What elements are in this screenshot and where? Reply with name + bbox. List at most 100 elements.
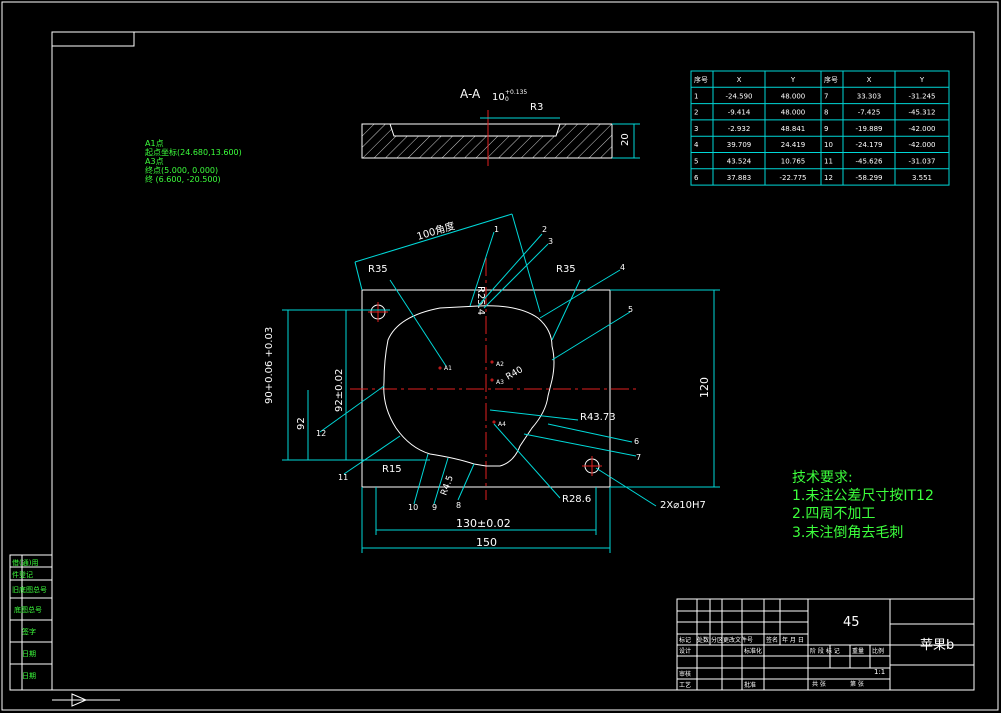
side-label-3: 底图总号 [14, 605, 42, 614]
note-4: 终 (6.600, -20.500) [145, 174, 221, 184]
dim-w150: 150 [476, 536, 497, 549]
table-cell: -2.932 [728, 125, 751, 133]
point-a3: A3 [496, 379, 504, 386]
point-a2: A2 [496, 361, 504, 368]
dim-r15: R15 [382, 464, 402, 475]
section-view-a-a: A-A 10 +0.135 0 R3 20 [361, 87, 640, 166]
table-cell: -45.312 [908, 109, 935, 117]
table-cell: 39.709 [727, 141, 752, 149]
dim-h90: 90+0.06 +0.03 [264, 327, 275, 404]
tb-label-5: 年 月 日 [782, 636, 804, 644]
note-3: 终点(5.000, 0.000) [145, 165, 218, 175]
table-header-cell: X [737, 76, 742, 84]
inner-frame [51, 31, 975, 691]
dim-holes: 2X⌀10H7 [660, 500, 706, 511]
table-header-cell: X [867, 76, 872, 84]
tb-label-7: 标准化 [744, 647, 762, 655]
section-tol-top: +0.135 [505, 89, 527, 96]
tb-label-9: 工艺 [679, 681, 691, 689]
table-cell: 9 [824, 125, 828, 133]
callout-11: 11 [338, 473, 348, 482]
table-cell: 10.765 [781, 158, 806, 166]
point-a1: A1 [444, 365, 452, 372]
table-cell: -31.037 [908, 158, 935, 166]
section-title: A-A [460, 87, 481, 101]
tb-label-3: 更改文件号 [723, 636, 753, 644]
tb-label-2: 分区 [711, 636, 723, 644]
tb-label-1: 处数 [697, 636, 709, 644]
note-1: 起点坐标(24.680,13.600) [145, 147, 242, 157]
tb-label-14: 共 张 [812, 680, 826, 688]
callout-6: 6 [634, 437, 639, 446]
table-cell: -31.245 [908, 92, 935, 100]
title-part-name: 苹果b [920, 638, 954, 653]
coordinate-table: 序号123456X-24.590-9.414-2.93239.70943.524… [690, 70, 950, 186]
tb-label-11: 阶 段 标 记 [810, 647, 840, 655]
main-plan-view: 100角度 R35 R35 R25.4 R40 R43.73 R15 R28.6… [264, 213, 720, 553]
title-block: 45 苹果b 1:1 标记 处数 分区 更改文件号 签名 年 月 日 设计 标准… [676, 598, 975, 691]
dim-r40: R40 [505, 365, 526, 383]
table-cell: 48.841 [781, 125, 806, 133]
table-cell: 7 [824, 92, 828, 100]
table-cell: -7.425 [858, 109, 881, 117]
side-label-4: 签字 [22, 627, 36, 636]
callout-12: 12 [316, 429, 326, 438]
table-cell: 12 [824, 174, 833, 182]
table-cell: 1 [694, 92, 698, 100]
table-cell: 24.419 [781, 141, 806, 149]
tech-title: 技术要求: [792, 470, 853, 486]
side-registration-block: 借(通)用 件登记 旧底图总号 底图总号 签字 日期 日期 [9, 554, 53, 691]
side-label-1: 件登记 [12, 570, 33, 579]
table-cell: 3 [694, 125, 698, 133]
table-cell: 5 [694, 158, 698, 166]
table-cell: 4 [694, 141, 699, 149]
dim-r25: R25.4 [475, 286, 486, 315]
technical-requirements: 技术要求: 1.未注公差尺寸按IT12 2.四周不加工 3.未注倒角去毛刺 [792, 470, 934, 541]
callout-4: 4 [620, 263, 625, 272]
callout-5: 5 [628, 305, 633, 314]
table-cell: 6 [694, 174, 699, 182]
callout-10: 10 [408, 503, 418, 512]
table-header-cell: 序号 [824, 75, 838, 84]
section-tol-bottom: 0 [505, 96, 509, 103]
callout-8: 8 [456, 501, 461, 510]
table-cell: 2 [694, 109, 698, 117]
table-cell: 48.000 [781, 92, 806, 100]
table-cell: -42.000 [908, 141, 935, 149]
dim-w130: 130±0.02 [456, 517, 511, 530]
tb-label-15: 第 张 [850, 680, 864, 688]
side-label-5: 日期 [22, 650, 36, 658]
coordinate-notes: A1点 起点坐标(24.680,13.600) A3点 终点(5.000, 0.… [145, 139, 242, 184]
title-material: 45 [843, 615, 860, 630]
dim-h92b: 92 [296, 417, 307, 430]
dim-top-100: 100角度 [415, 219, 456, 243]
note-2: A3点 [145, 157, 164, 166]
callout-1: 1 [494, 225, 499, 234]
side-label-2: 旧底图总号 [12, 585, 47, 594]
table-cell: 33.303 [857, 92, 882, 100]
callout-2: 2 [542, 225, 547, 234]
tb-label-0: 标记 [679, 636, 691, 644]
section-dim-20: 20 [620, 133, 631, 146]
tb-label-8: 审核 [679, 670, 691, 678]
table-header-cell: 序号 [694, 75, 708, 84]
dim-r35-left: R35 [368, 264, 388, 275]
title-scale: 1:1 [874, 668, 885, 676]
table-cell: 48.000 [781, 109, 806, 117]
table-cell: 43.524 [727, 158, 752, 166]
dim-r35-right: R35 [556, 264, 576, 275]
tech-item-3: 3.未注倒角去毛刺 [792, 525, 903, 541]
dim-h120: 120 [698, 377, 711, 398]
tb-label-10: 批准 [744, 681, 756, 689]
tech-item-1: 1.未注公差尺寸按IT12 [792, 488, 934, 504]
tb-label-6: 设计 [679, 647, 691, 655]
table-header-cell: Y [919, 76, 925, 84]
dim-h92a: 92±0.02 [334, 369, 345, 412]
table-cell: -42.000 [908, 125, 935, 133]
section-dim-10: 10 [492, 92, 505, 103]
note-0: A1点 [145, 139, 164, 148]
top-left-code-box [51, 31, 135, 47]
